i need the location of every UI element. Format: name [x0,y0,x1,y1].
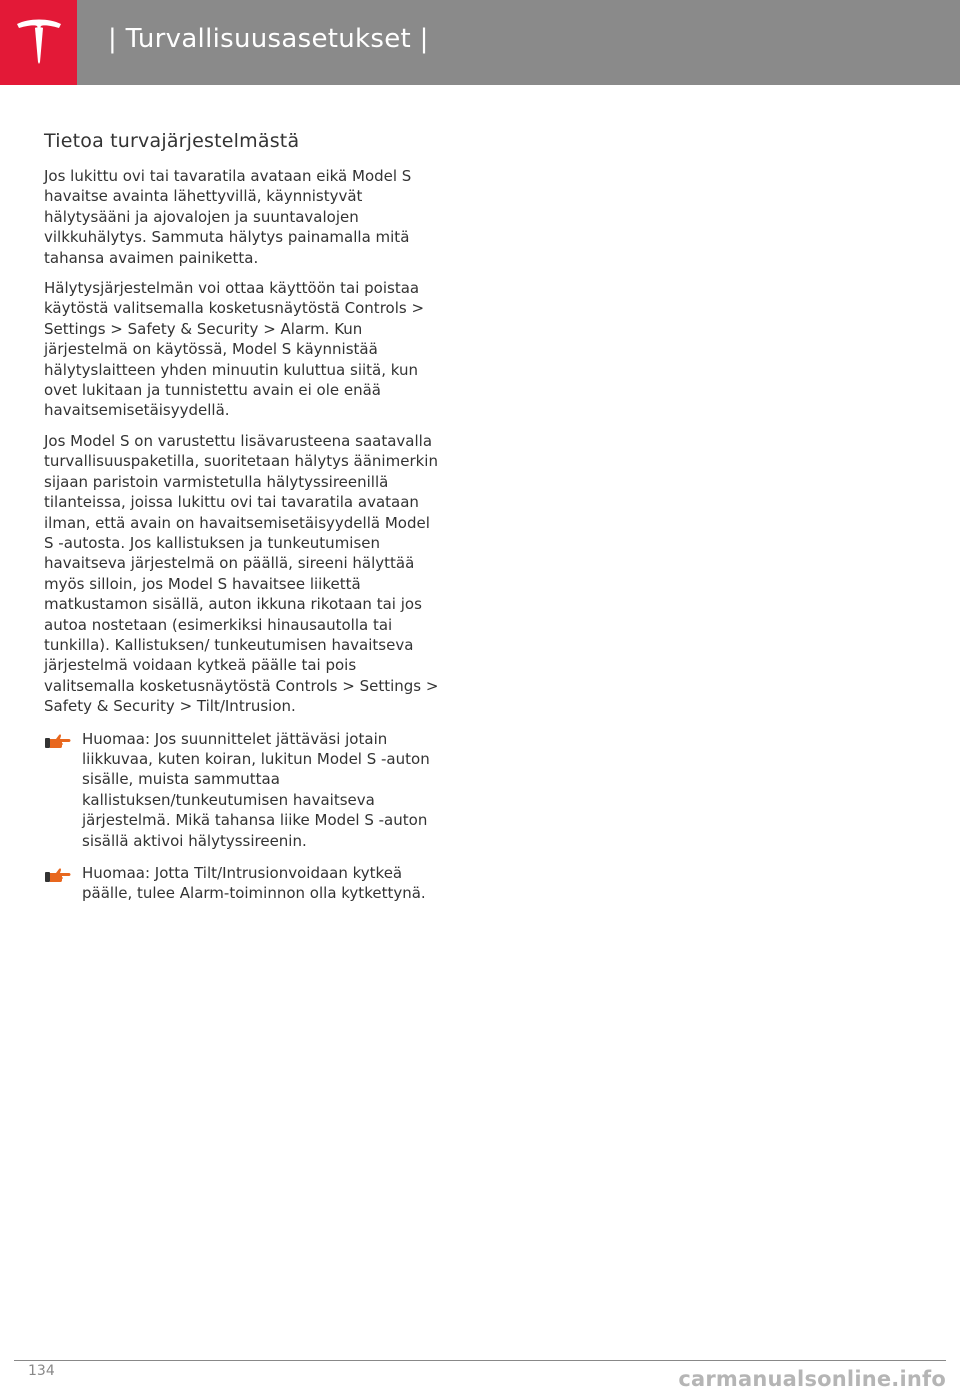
section-title: Tietoa turvajärjestelmästä [44,130,300,152]
body-paragraph: Jos Model S on varustettu lisävarusteena… [44,431,439,716]
page-header-title: | Turvallisuusasetukset | [108,24,429,54]
body-paragraph: Jos lukittu ovi tai tavaratila avataan e… [44,167,412,267]
logo-box [0,0,77,85]
page-number: 134 [28,1363,55,1379]
pointing-hand-icon [45,867,71,887]
main-content: Tietoa turvajärjestelmästä Jos lukittu o… [44,130,440,916]
pointing-hand-icon [45,733,71,753]
note-block: Huomaa: Jos suunnittelet jättäväsi jotai… [44,729,440,851]
note-text: Huomaa: Jotta Tilt/Intrusionvoidaan kytk… [82,864,426,903]
note-text: Huomaa: Jos suunnittelet jättäväsi jotai… [82,729,430,850]
body-paragraph: Hälytysjärjestelmän voi ottaa käyttöön t… [44,279,425,420]
note-block: Huomaa: Jotta Tilt/Intrusionvoidaan kytk… [44,863,440,904]
tesla-logo-icon [17,19,61,64]
footer-divider [14,1360,946,1361]
watermark: carmanualsonline.info [678,1367,946,1391]
page-header: | Turvallisuusasetukset | [0,0,960,85]
